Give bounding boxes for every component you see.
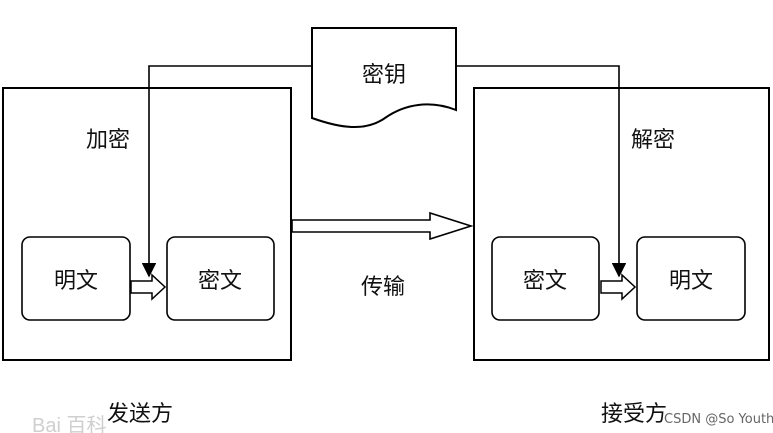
baidu-watermark: Bai 百科 — [32, 414, 106, 433]
csdn-watermark: CSDN @So Youth — [664, 412, 773, 427]
receiver-panel — [473, 87, 770, 361]
sender-plaintext-box — [21, 236, 131, 321]
key-document-shape — [311, 27, 457, 129]
sender-panel — [2, 87, 292, 361]
sender-ciphertext-box — [166, 236, 275, 321]
receiver-ciphertext-label: 密文 — [523, 269, 567, 294]
receiver-label: 接受方 — [601, 402, 667, 427]
decrypt-label: 解密 — [631, 128, 675, 153]
receiver-plaintext-label: 明文 — [669, 269, 713, 294]
receiver-inner-arrow — [600, 273, 637, 301]
sender-plaintext-label: 明文 — [54, 269, 98, 294]
key-label: 密钥 — [362, 63, 406, 88]
sender-inner-arrow — [130, 273, 167, 301]
transmit-label: 传输 — [361, 275, 405, 300]
key-line-to-decrypt — [456, 65, 627, 278]
receiver-plaintext-box — [636, 236, 746, 321]
key-line-to-encrypt — [141, 65, 312, 278]
sender-ciphertext-label: 密文 — [198, 269, 242, 294]
sender-label: 发送方 — [107, 402, 173, 427]
receiver-ciphertext-box — [491, 236, 600, 321]
encrypt-label: 加密 — [86, 128, 130, 153]
transmit-arrow — [291, 211, 474, 241]
